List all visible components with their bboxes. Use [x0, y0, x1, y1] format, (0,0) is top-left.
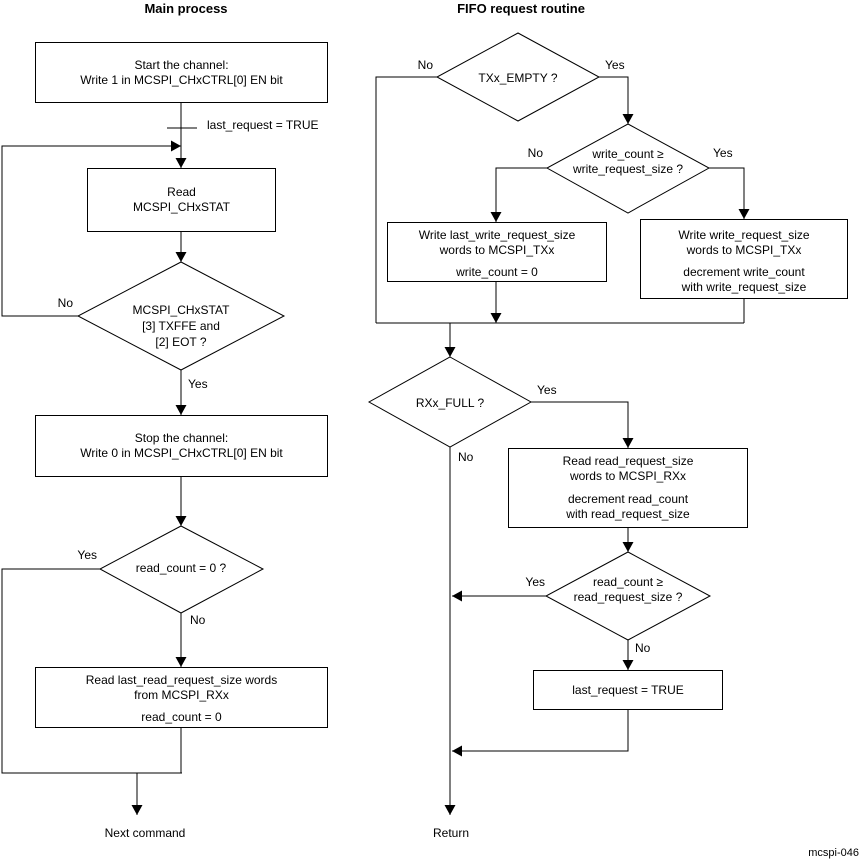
return-label: Return	[432, 826, 470, 840]
decision-rx-full-diamond	[367, 356, 533, 448]
decision-write-count-diamond	[545, 123, 711, 214]
last-request-true-box: last_request = TRUE	[533, 670, 723, 710]
box-text-line: Write last_write_request_size	[418, 228, 576, 242]
write-request-size-box: Write write_request_size words to MCSPI_…	[640, 219, 848, 299]
read-chxstat-box: Read MCSPI_CHxSTAT	[87, 168, 276, 232]
read-last-request-size-box: Read last_read_request_size words from M…	[35, 667, 328, 728]
box-text-line: Write 1 in MCSPI_CHxCTRL[0] EN bit	[80, 72, 283, 87]
box-text-line: Read	[167, 185, 196, 199]
write-count-decision-text: write_count ≥ write_request_size ?	[548, 147, 708, 177]
decision-text-line: read_request_size ?	[573, 590, 683, 604]
read-count-ge-yes-label: Yes	[525, 575, 545, 589]
decision-text-line: MCSPI_CHxSTAT	[132, 303, 230, 317]
read-count-zero-decision-text: read_count = 0 ?	[135, 561, 227, 575]
box-text-line: words to MCSPI_TXx	[686, 243, 802, 257]
tx-empty-yes-label: Yes	[605, 58, 625, 72]
fifo-request-routine-title: FIFO request routine	[457, 1, 585, 16]
main-flow-lines	[1, 103, 197, 815]
chxstat-decision-text: MCSPI_CHxSTAT [3] TXFFE and [2] EOT ?	[101, 302, 261, 350]
decision-chxstat-diamond	[76, 261, 286, 371]
rx-full-no-label: No	[458, 450, 474, 464]
read-count-ge-decision-text: read_count ≥ read_request_size ?	[548, 575, 708, 605]
start-channel-box: Start the channel: Write 1 in MCSPI_CHxC…	[35, 42, 328, 103]
box-text-line: words to MCSPI_RXx	[569, 469, 687, 483]
decision-read-count-ge-diamond	[544, 551, 712, 641]
box-text-line: MCSPI_CHxSTAT	[133, 200, 230, 214]
box-text-line: write_count = 0	[456, 265, 538, 279]
write-count-yes-label: Yes	[713, 146, 733, 160]
chxstat-yes-label: Yes	[188, 377, 208, 391]
decision-text-line: [2] EOT ?	[155, 335, 207, 349]
box-text-line: Write write_request_size	[678, 228, 810, 242]
box-text-line: Stop the channel:	[134, 431, 229, 445]
tx-empty-no-label: No	[417, 58, 433, 72]
decision-text-line: [3] TXFFE and	[142, 319, 220, 333]
box-text-line: words to MCSPI_TXx	[439, 243, 555, 257]
decision-text-line: read_count ≥	[593, 575, 663, 589]
stop-channel-box: Stop the channel: Write 0 in MCSPI_CHxCT…	[35, 415, 328, 477]
box-text-line: from MCSPI_RXx	[134, 688, 229, 702]
box-text-line: Write 0 in MCSPI_CHxCTRL[0] EN bit	[80, 446, 283, 460]
rx-full-yes-label: Yes	[537, 383, 557, 397]
rx-full-decision-text: RXx_FULL ?	[415, 396, 485, 410]
box-text-line: Start the channel:	[134, 57, 229, 72]
fifo-flow-lines	[375, 76, 745, 815]
write-last-request-size-box: Write last_write_request_size words to M…	[387, 222, 607, 282]
read-request-size-box: Read read_request_size words to MCSPI_RX…	[508, 448, 748, 528]
box-text-line: decrement write_count	[683, 265, 805, 279]
read-count-ge-no-label: No	[635, 641, 651, 655]
box-text-line: last_request = TRUE	[572, 682, 684, 697]
box-text-line: with read_request_size	[566, 507, 690, 521]
decision-tx-empty-diamond	[435, 32, 601, 122]
read-count-zero-no-label: No	[190, 613, 206, 627]
write-count-no-label: No	[527, 146, 543, 160]
box-text-line: decrement read_count	[567, 492, 689, 506]
next-command-label: Next command	[104, 826, 186, 840]
read-count-zero-yes-label: Yes	[77, 548, 97, 562]
decision-text-line: write_request_size ?	[572, 162, 684, 176]
box-text-line: read_count = 0	[141, 710, 222, 724]
box-text-line: Read read_request_size	[562, 454, 694, 468]
box-text-line: Read last_read_request_size words	[85, 673, 278, 687]
main-process-title: Main process	[144, 1, 228, 16]
box-text-line: with write_request_size	[681, 280, 807, 294]
tx-empty-decision-text: TXx_EMPTY ?	[478, 71, 558, 85]
chxstat-no-label: No	[57, 296, 73, 310]
last-request-true-note: last_request = TRUE	[207, 118, 319, 132]
figure-id-label: mcspi-046	[808, 847, 859, 859]
decision-read-count-zero-diamond	[98, 525, 265, 614]
decision-text-line: write_count ≥	[592, 147, 664, 161]
